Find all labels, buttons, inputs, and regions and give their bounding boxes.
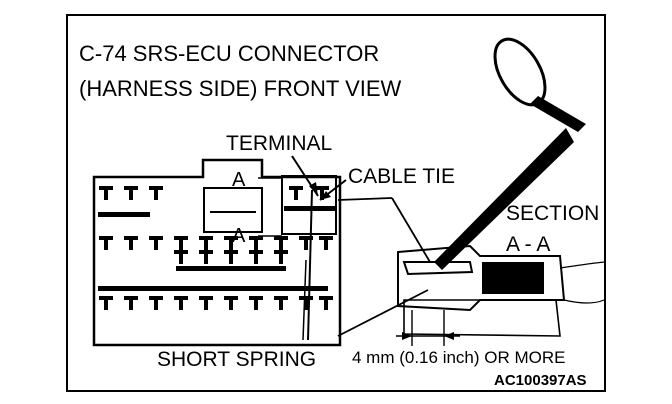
dimension-arrowhead: [444, 332, 454, 340]
terminal-pin: [149, 296, 163, 310]
cable-tie-strap: [530, 96, 586, 132]
terminal-pin: [99, 236, 113, 250]
terminal-pin: [249, 250, 263, 264]
upper-center-block: [203, 187, 263, 233]
terminal-pin: [249, 296, 263, 310]
terminal-pin: [299, 296, 313, 310]
row-bar: [98, 212, 150, 217]
terminal-pin: [274, 250, 288, 264]
diagram-title-line-1: C-74 SRS-ECU CONNECTOR: [79, 41, 380, 66]
diagram-title-line-2: (HARNESS SIDE) FRONT VIEW: [79, 76, 402, 101]
connector-housing: [92, 158, 342, 347]
terminal-pin: [124, 296, 138, 310]
magnify-line-mid: [391, 197, 431, 263]
section-label-line-1: SECTION: [506, 202, 600, 225]
section-detail-cable: [563, 299, 605, 304]
terminal-pin: [274, 236, 288, 250]
terminal-pin: [274, 296, 288, 310]
row-bar: [176, 266, 286, 271]
terminal-pin: [124, 186, 138, 200]
section-detail-lower: [403, 299, 561, 337]
terminal-pin: [149, 186, 163, 200]
magnify-line-top: [337, 197, 393, 201]
row-bar: [98, 286, 328, 291]
terminal-pin: [299, 236, 313, 250]
terminal-pin: [99, 296, 113, 310]
terminal-pin: [249, 236, 263, 250]
terminal-pin: [289, 186, 303, 200]
terminal-pin: [174, 236, 188, 250]
terminal-pin: [319, 236, 333, 250]
magnify-line-bottom: [337, 289, 429, 337]
measurement-label: 4 mm (0.16 inch) OR MORE: [352, 348, 566, 367]
row-bar: [284, 206, 336, 211]
section-mark-bottom: A: [232, 225, 246, 247]
dimension-arrowhead: [402, 332, 412, 340]
terminal-pin: [199, 296, 213, 310]
short-spring-leader: [307, 189, 313, 341]
cable-tie-label: CABLE TIE: [348, 165, 455, 188]
section-label-line-2: A - A: [506, 233, 551, 256]
section-detail-cable: [559, 261, 607, 269]
terminal-pin: [174, 250, 188, 264]
short-spring-label: SHORT SPRING: [157, 348, 317, 371]
terminal-pin: [149, 236, 163, 250]
pointer-wedge: [434, 128, 574, 270]
section-mark-top: A: [232, 169, 246, 191]
section-detail-spring: [402, 261, 474, 276]
terminal-pin: [99, 186, 113, 200]
terminal-pin: [199, 250, 213, 264]
terminal-pin: [224, 236, 238, 250]
terminal-pin: [174, 296, 188, 310]
terminal-pin: [224, 296, 238, 310]
terminal-pin: [124, 236, 138, 250]
terminal-label: TERMINAL: [226, 132, 333, 155]
terminal-pin: [224, 250, 238, 264]
terminal-pin: [315, 186, 329, 200]
figure-code: AC100397AS: [494, 372, 587, 389]
terminal-arrowhead: [309, 182, 318, 196]
upper-right-block: [281, 175, 337, 235]
terminal-pin: [199, 236, 213, 250]
section-detail-block: [482, 262, 544, 294]
terminal-pin: [319, 296, 333, 310]
